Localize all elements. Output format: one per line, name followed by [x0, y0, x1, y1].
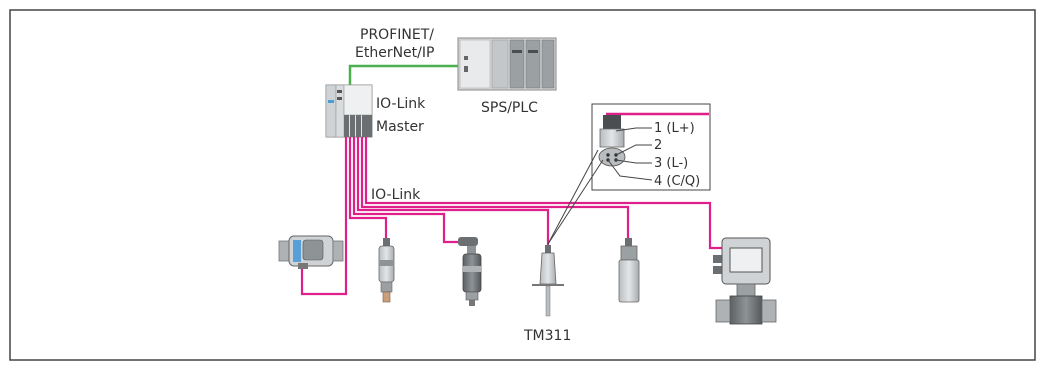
diagram-frame [9, 9, 1036, 361]
pin-1-label: 1 (L+) [654, 121, 695, 136]
connector-pin-leaders [607, 127, 653, 181]
pin-3-label: 3 (L-) [654, 156, 688, 171]
iolink-master-device [325, 84, 373, 138]
master-label-line1: IO-Link [376, 96, 426, 112]
level-sensor [618, 238, 640, 303]
connector-detail-box [591, 103, 711, 191]
tm311-sensor [532, 245, 564, 317]
pressure-sensor-2 [458, 237, 482, 306]
detail-zoom-lines [547, 149, 604, 245]
pin-4-label: 4 (C/Q) [654, 174, 700, 189]
network-label-line1: PROFINET/ [360, 27, 434, 43]
pin-2-label: 2 [654, 138, 662, 153]
iolink-cable-label: IO-Link [371, 187, 421, 203]
pressure-sensor-1 [378, 238, 395, 303]
tm311-label: TM311 [523, 328, 571, 344]
plc-label: SPS/PLC [481, 100, 538, 116]
master-label-line2: Master [376, 119, 424, 135]
iolink-cables [300, 137, 722, 296]
flowmeter-device [278, 235, 344, 269]
network-label-line2: EtherNet/IP [355, 45, 434, 61]
flow-transmitter-device [713, 237, 777, 325]
plc-device [457, 37, 557, 91]
